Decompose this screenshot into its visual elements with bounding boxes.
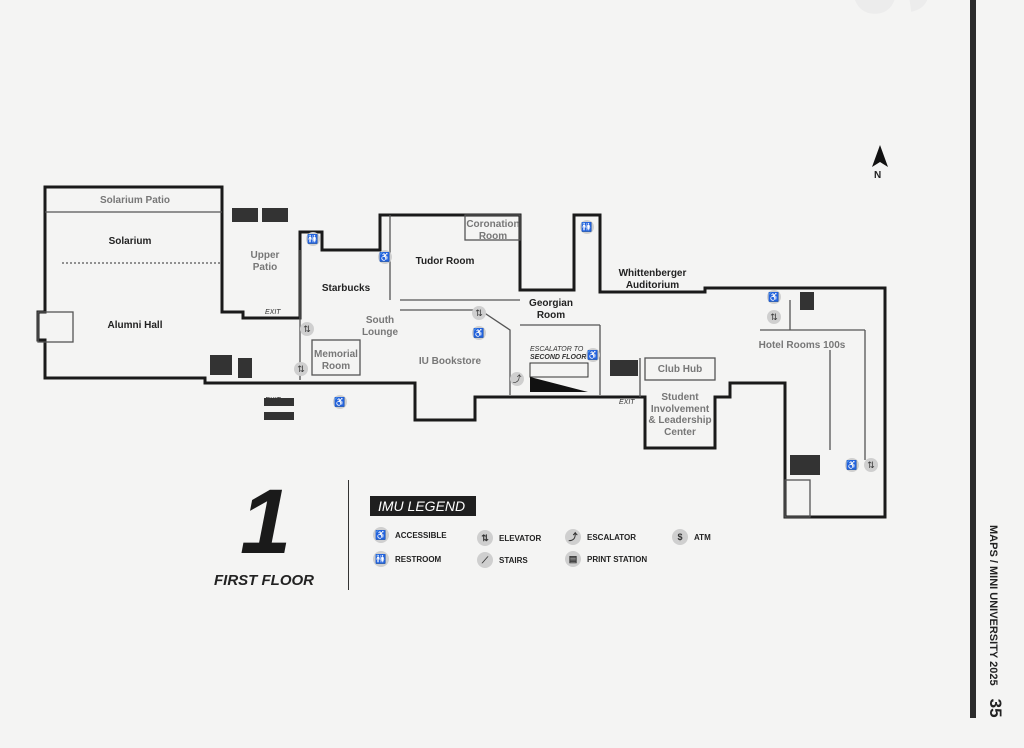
accessible-icon: ♿ — [333, 395, 347, 409]
restroom-icon: 🚻 — [306, 232, 320, 246]
legend-label: ESCALATOR — [587, 532, 637, 542]
footer-section: MAPS — [987, 525, 999, 557]
elevator-icon: ⇅ — [477, 530, 493, 546]
page-number: 35 — [986, 698, 1005, 718]
legend-label: STAIRS — [499, 555, 528, 565]
floor-number: 1 — [240, 471, 292, 573]
legend-item-stairs: ⟋ STAIRS — [477, 552, 528, 568]
restroom-icon: 🚻 — [580, 220, 594, 234]
elevator-icon: ⇅ — [300, 322, 314, 336]
accessible-icon: ♿ — [767, 290, 781, 304]
accessible-icon: ♿ — [472, 326, 486, 340]
escalator-icon: ⤴ — [565, 529, 581, 545]
legend-item-escalator: ⤴ ESCALATOR — [565, 529, 636, 545]
accessible-icon: ♿ — [586, 348, 600, 362]
restroom-icon: 🚻 — [373, 551, 389, 567]
elevator-icon: ⇅ — [767, 310, 781, 324]
legend-label: PRINT STATION — [587, 554, 648, 564]
escalator-icon: ⤴ — [510, 372, 524, 386]
exit-label: EXIT — [619, 399, 635, 406]
elevator-icon: ⇅ — [294, 362, 308, 376]
page-footer: MAPS / MINI UNIVERSITY 2025 35 — [985, 525, 1005, 718]
legend-item-elevator: ⇅ ELEVATOR — [477, 530, 541, 546]
escalator-note-2: SECOND FLOOR — [530, 354, 587, 361]
room-starbucks: Starbucks — [321, 283, 371, 294]
footer-separator: / — [987, 559, 999, 563]
print-station-icon: ▤ — [565, 551, 581, 567]
floor-name: FIRST FLOOR — [214, 572, 314, 589]
accessible-icon: ♿ — [845, 458, 859, 472]
legend-label: RESTROOM — [395, 554, 442, 564]
room-coronation: Coronation Room — [466, 219, 520, 242]
room-georgian: Georgian Room — [529, 298, 573, 321]
interior-walls — [37, 211, 866, 518]
legend-item-atm: $ ATM — [672, 529, 711, 545]
legend-label: ATM — [694, 532, 711, 542]
exit-label: EXIT — [265, 309, 281, 316]
stairs — [210, 208, 820, 475]
legend-label: ELEVATOR — [499, 533, 542, 543]
legend-item-restroom: 🚻 RESTROOM — [373, 551, 441, 567]
room-tudor: Tudor Room — [415, 256, 475, 267]
escalator-note-1: ESCALATOR TO — [530, 346, 584, 353]
legend-title: IMU LEGEND — [370, 496, 476, 516]
room-hotel-rooms: Hotel Rooms 100s — [758, 340, 846, 351]
escalator — [529, 362, 589, 392]
accessible-icon: ♿ — [373, 527, 389, 543]
room-memorial: Memorial Room — [314, 349, 358, 372]
accessible-icon: ♿ — [378, 250, 392, 264]
room-alumni-hall: Alumni Hall — [107, 320, 163, 331]
compass-label: N — [874, 170, 882, 181]
room-solarium-patio: Solarium Patio — [99, 195, 170, 206]
legend-item-print-station: ▤ PRINT STATION — [565, 551, 647, 567]
exit-label: EXIT — [265, 397, 281, 404]
room-iu-bookstore: IU Bookstore — [418, 356, 482, 367]
stairs-icon: ⟋ — [477, 552, 493, 568]
divider — [348, 480, 349, 590]
room-whittenberger: Whittenberger Auditorium — [618, 268, 687, 291]
page-edge-bar — [970, 0, 976, 718]
elevator-icon: ⇅ — [472, 306, 486, 320]
legend-item-accessible: ♿ ACCESSIBLE — [373, 527, 447, 543]
legend-label: ACCESSIBLE — [395, 530, 447, 540]
room-south-lounge: South Lounge — [361, 315, 399, 338]
room-upper-patio: Upper Patio — [250, 250, 280, 273]
north-arrow-icon — [872, 145, 888, 167]
room-club-hub: Club Hub — [657, 364, 703, 375]
room-solarium: Solarium — [108, 236, 152, 247]
room-sil-center: Student Involvement & Leadership Center — [648, 392, 712, 438]
elevator-icon: ⇅ — [864, 458, 878, 472]
atm-icon: $ — [672, 529, 688, 545]
footer-publication: MINI UNIVERSITY 2025 — [987, 565, 999, 686]
